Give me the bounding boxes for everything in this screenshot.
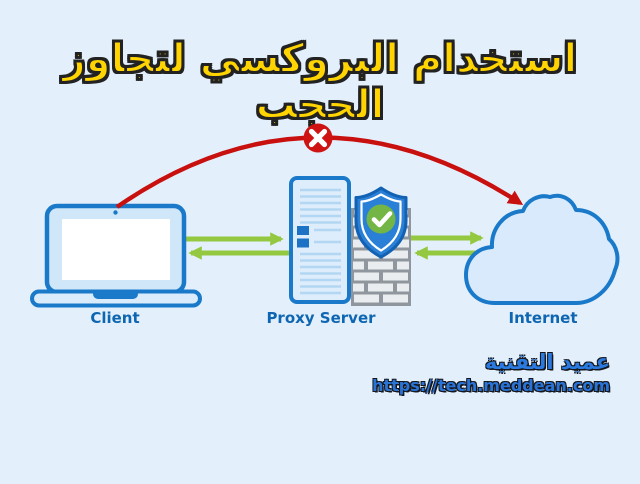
watermark: عميد التقنية https://tech.meddean.com — [372, 350, 610, 395]
proxy-server-label: Proxy Server — [266, 309, 376, 327]
client-label: Client — [90, 309, 140, 327]
server-icon — [289, 176, 351, 304]
internet-label: Internet — [508, 309, 578, 327]
watermark-brand: عميد التقنية — [484, 350, 610, 374]
shield-check-icon — [354, 186, 408, 259]
cloud-icon — [464, 193, 620, 305]
blocked-x-icon — [303, 123, 333, 153]
laptop-icon — [30, 203, 202, 308]
watermark-url: https://tech.meddean.com — [372, 376, 610, 395]
page-title: استخدام البروكسي لتجاوز الحجب — [62, 35, 578, 129]
